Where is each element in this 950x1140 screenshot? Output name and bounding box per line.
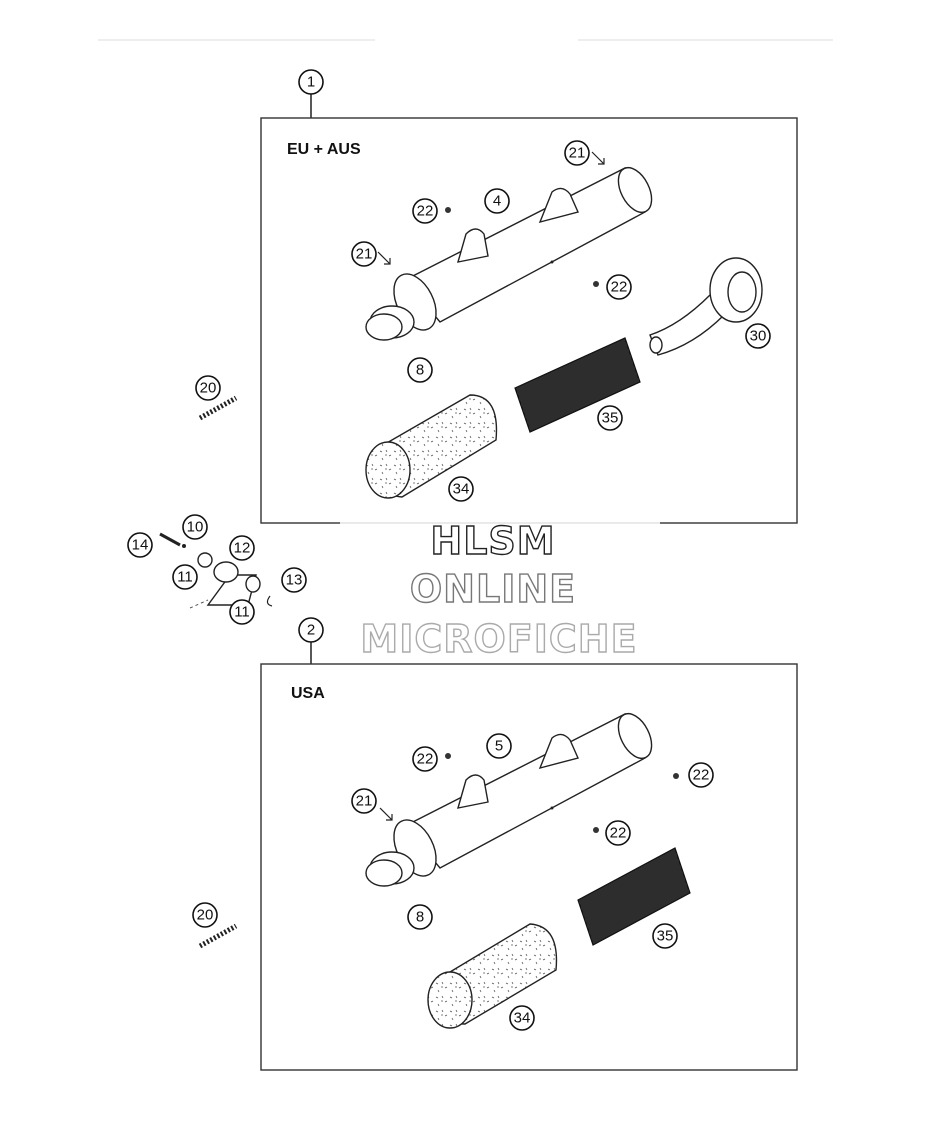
callout-13[interactable]: 13 — [281, 567, 307, 593]
svg-text:11: 11 — [234, 604, 250, 621]
spring-top — [198, 395, 238, 421]
svg-text:4: 4 — [493, 193, 501, 210]
hardware-group — [159, 532, 273, 609]
callout-21-bottom[interactable]: 21 — [351, 788, 377, 814]
callout-10[interactable]: 10 — [182, 514, 208, 540]
svg-text:8: 8 — [416, 362, 424, 379]
callout-8-bottom[interactable]: 8 — [407, 904, 433, 930]
callout-22-top-b[interactable]: 22 — [606, 274, 632, 300]
svg-text:22: 22 — [611, 279, 628, 296]
callout-14[interactable]: 14 — [127, 532, 153, 558]
svg-text:10: 10 — [187, 519, 204, 536]
callout-35-top[interactable]: 35 — [597, 405, 623, 431]
svg-text:21: 21 — [569, 145, 586, 162]
svg-text:34: 34 — [514, 1010, 531, 1027]
callout-8-top[interactable]: 8 — [407, 357, 433, 383]
callout-20-top[interactable]: 20 — [195, 375, 221, 401]
top-assembly — [260, 94, 798, 524]
callout-5[interactable]: 5 — [486, 733, 512, 759]
svg-text:30: 30 — [750, 328, 767, 345]
callout-4[interactable]: 4 — [484, 188, 510, 214]
watermark: HLSM ONLINE MICROFICHE — [340, 518, 660, 662]
svg-text:13: 13 — [286, 572, 303, 589]
muffler-body-top — [365, 166, 653, 341]
region-label-eu-aus: EU + AUS — [287, 141, 361, 158]
wool-packing-bottom — [427, 923, 558, 1029]
watermark-line-3: MICROFICHE — [360, 617, 637, 661]
callout-35-bottom[interactable]: 35 — [652, 923, 678, 949]
svg-text:21: 21 — [356, 793, 373, 810]
bottom-assembly — [260, 642, 798, 1071]
svg-text:22: 22 — [693, 767, 710, 784]
callout-11-upper[interactable]: 11 — [172, 564, 198, 590]
callout-11-lower[interactable]: 11 — [229, 599, 255, 625]
muffler-body-bottom — [365, 712, 653, 887]
svg-text:14: 14 — [132, 537, 149, 554]
callout-22-bottom-b[interactable]: 22 — [605, 820, 631, 846]
svg-text:35: 35 — [602, 410, 619, 427]
svg-text:35: 35 — [657, 928, 674, 945]
callout-30[interactable]: 30 — [745, 323, 771, 349]
packing-brush-bottom — [577, 847, 691, 946]
region-label-usa: USA — [291, 685, 325, 702]
watermark-line-2: ONLINE — [410, 567, 576, 611]
spring-bottom — [198, 923, 238, 949]
tailpipe-top — [649, 257, 763, 356]
callout-21-top-right[interactable]: 21 — [564, 140, 590, 166]
callout-20-bottom[interactable]: 20 — [192, 902, 218, 928]
svg-text:22: 22 — [610, 825, 627, 842]
callout-2[interactable]: 2 — [298, 617, 324, 643]
svg-text:22: 22 — [417, 751, 434, 768]
callout-22-top-a[interactable]: 22 — [412, 198, 438, 224]
svg-text:1: 1 — [307, 74, 315, 91]
callout-34-bottom[interactable]: 34 — [509, 1005, 535, 1031]
svg-text:20: 20 — [197, 907, 214, 924]
svg-text:11: 11 — [177, 569, 193, 586]
watermark-line-1: HLSM — [430, 519, 555, 563]
svg-text:2: 2 — [307, 622, 315, 639]
svg-text:20: 20 — [200, 380, 217, 397]
callout-21-top-left[interactable]: 21 — [351, 241, 377, 267]
svg-text:22: 22 — [417, 203, 434, 220]
callout-12[interactable]: 12 — [229, 535, 255, 561]
wool-packing-top — [365, 394, 498, 499]
bottom-assembly-frame — [260, 663, 798, 1071]
callout-34-top[interactable]: 34 — [448, 476, 474, 502]
svg-text:12: 12 — [234, 540, 251, 557]
callout-1[interactable]: 1 — [298, 69, 324, 95]
svg-text:8: 8 — [416, 909, 424, 926]
packing-brush-top — [514, 337, 641, 433]
svg-text:34: 34 — [453, 481, 470, 498]
svg-text:21: 21 — [356, 246, 373, 263]
callout-22-bottom-c[interactable]: 22 — [688, 762, 714, 788]
svg-text:5: 5 — [495, 738, 503, 755]
callout-22-bottom-a[interactable]: 22 — [412, 746, 438, 772]
